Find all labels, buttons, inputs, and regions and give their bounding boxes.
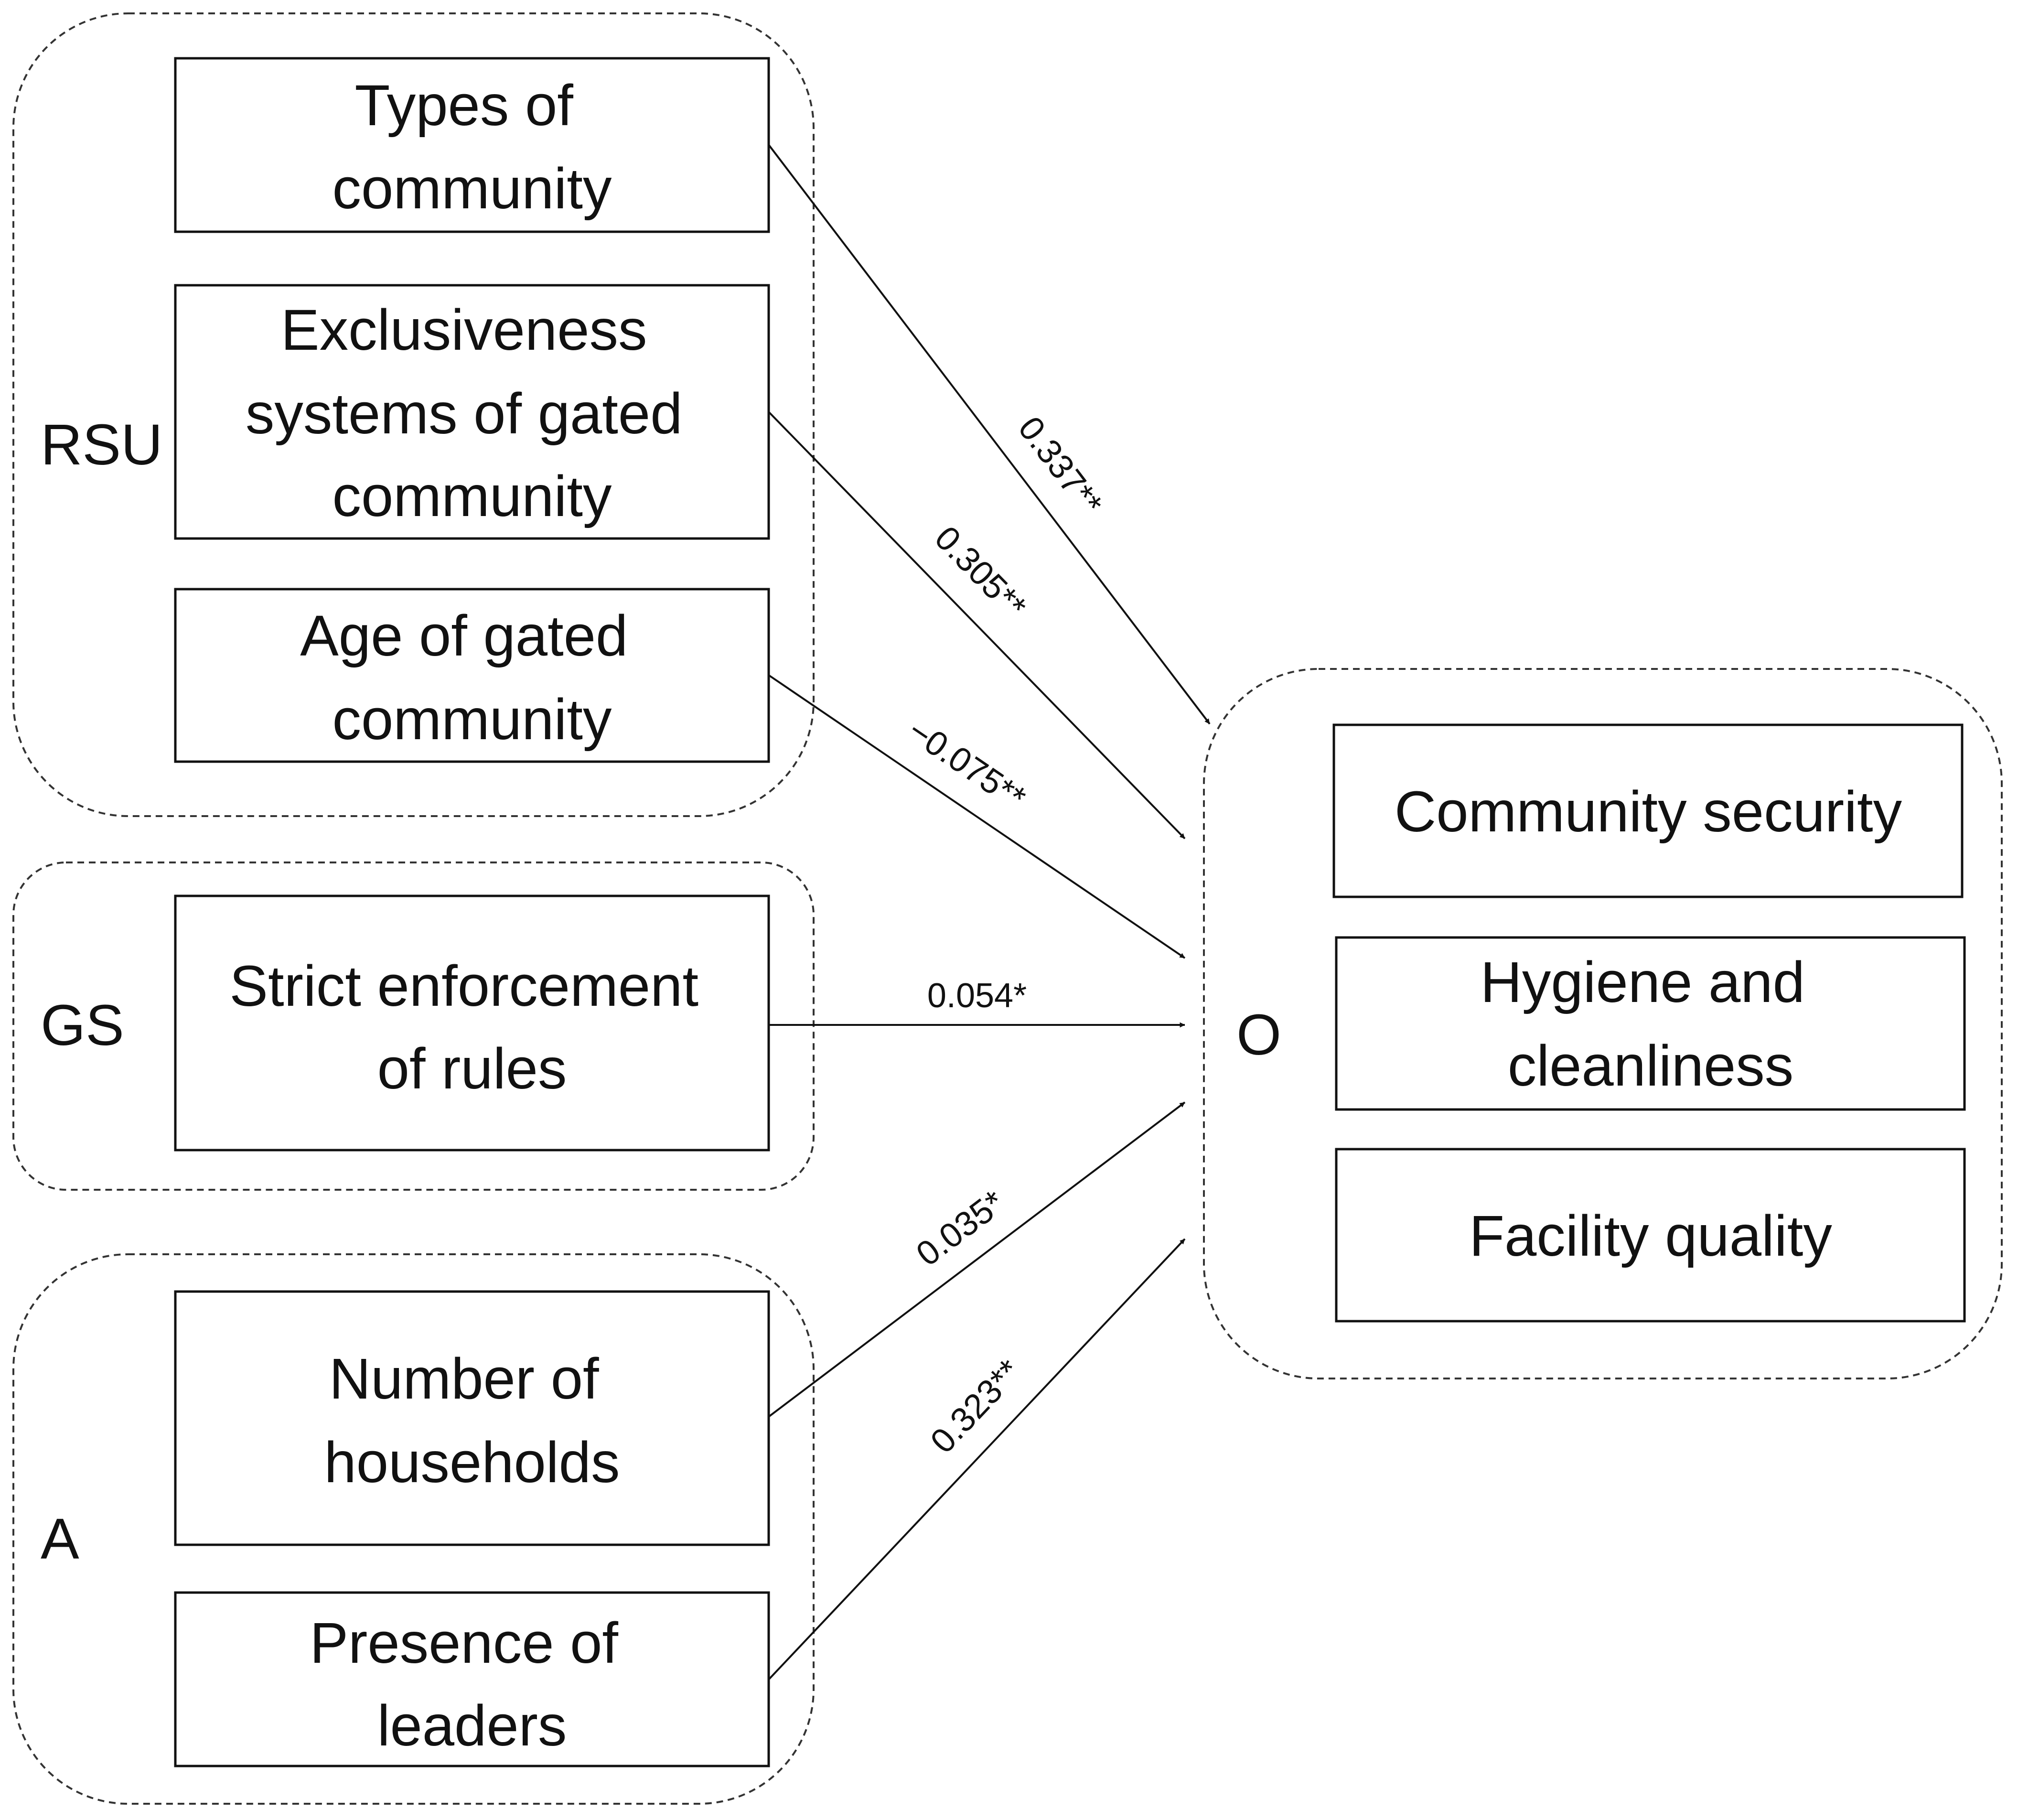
group-o-container (1203, 668, 2003, 1379)
box-hygiene-and-cleanliness (1335, 936, 1966, 1111)
label-line: Number of (329, 1346, 599, 1411)
arrow-presence-of-leaders (768, 1238, 1186, 1680)
box-age-of-gated-community (174, 588, 770, 763)
coefficient-age-of-gated-community: −0.075** (901, 711, 1032, 818)
box-number-of-households (174, 1290, 770, 1546)
arrow-types-of-community (768, 144, 1211, 725)
label-line: Presence of (310, 1610, 618, 1675)
label-presence-of-leaders: Presence of leaders (310, 1610, 634, 1758)
label-line: cleanliness (1508, 1033, 1794, 1098)
label-hygiene-and-cleanliness: Hygiene and cleanliness (1480, 949, 1821, 1098)
label-community-security: Community security (1395, 779, 1902, 844)
coefficient-presence-of-leaders: 0.323** (923, 1352, 1028, 1461)
label-line: community (333, 156, 612, 221)
label-line: Strict enforcement (229, 953, 698, 1018)
arrow-number-of-households (768, 1101, 1186, 1418)
box-presence-of-leaders (174, 1591, 770, 1767)
label-exclusiveness: Exclusiveness systems of gated community (246, 297, 698, 528)
coefficient-types-of-community: 0.337** (1011, 409, 1110, 522)
label-line: households (324, 1430, 620, 1495)
group-label-o: O (1236, 1002, 1281, 1067)
coefficient-strict-enforcement: 0.054* (927, 977, 1027, 1015)
label-line: leaders (377, 1693, 567, 1758)
label-line: Hygiene and (1480, 949, 1804, 1014)
box-types-of-community (174, 57, 770, 233)
arrow-exclusiveness (768, 411, 1186, 840)
group-gs-container (12, 862, 815, 1191)
label-line: Facility quality (1469, 1203, 1832, 1268)
group-label-a: A (41, 1506, 79, 1571)
label-age-of-gated-community: Age of gated community (300, 603, 644, 752)
label-line: Types of (355, 73, 574, 138)
label-line: Exclusiveness (281, 297, 647, 362)
box-facility-quality (1335, 1148, 1966, 1323)
box-strict-enforcement (174, 894, 770, 1152)
group-label-rsu: RSU (41, 412, 162, 477)
label-number-of-households: Number of households (324, 1346, 620, 1495)
group-rsu-container (12, 12, 815, 817)
group-label-gs: GS (41, 992, 124, 1057)
label-line: Age of gated (300, 603, 628, 668)
label-line: community (333, 463, 612, 528)
group-a-container (12, 1253, 815, 1805)
coefficient-number-of-households: 0.035* (909, 1183, 1011, 1273)
box-exclusiveness (174, 284, 770, 540)
box-community-security (1332, 723, 1964, 898)
label-strict-enforcement: Strict enforcement of rules (229, 953, 714, 1101)
label-line: community (333, 687, 612, 752)
label-line: of rules (377, 1036, 567, 1101)
coefficient-exclusiveness: 0.305** (927, 519, 1033, 626)
label-line: systems of gated (246, 381, 683, 446)
label-types-of-community: Types of community (333, 73, 612, 221)
arrow-age-of-gated-community (768, 674, 1186, 959)
label-line: Community security (1395, 779, 1902, 844)
label-facility-quality: Facility quality (1469, 1203, 1832, 1268)
